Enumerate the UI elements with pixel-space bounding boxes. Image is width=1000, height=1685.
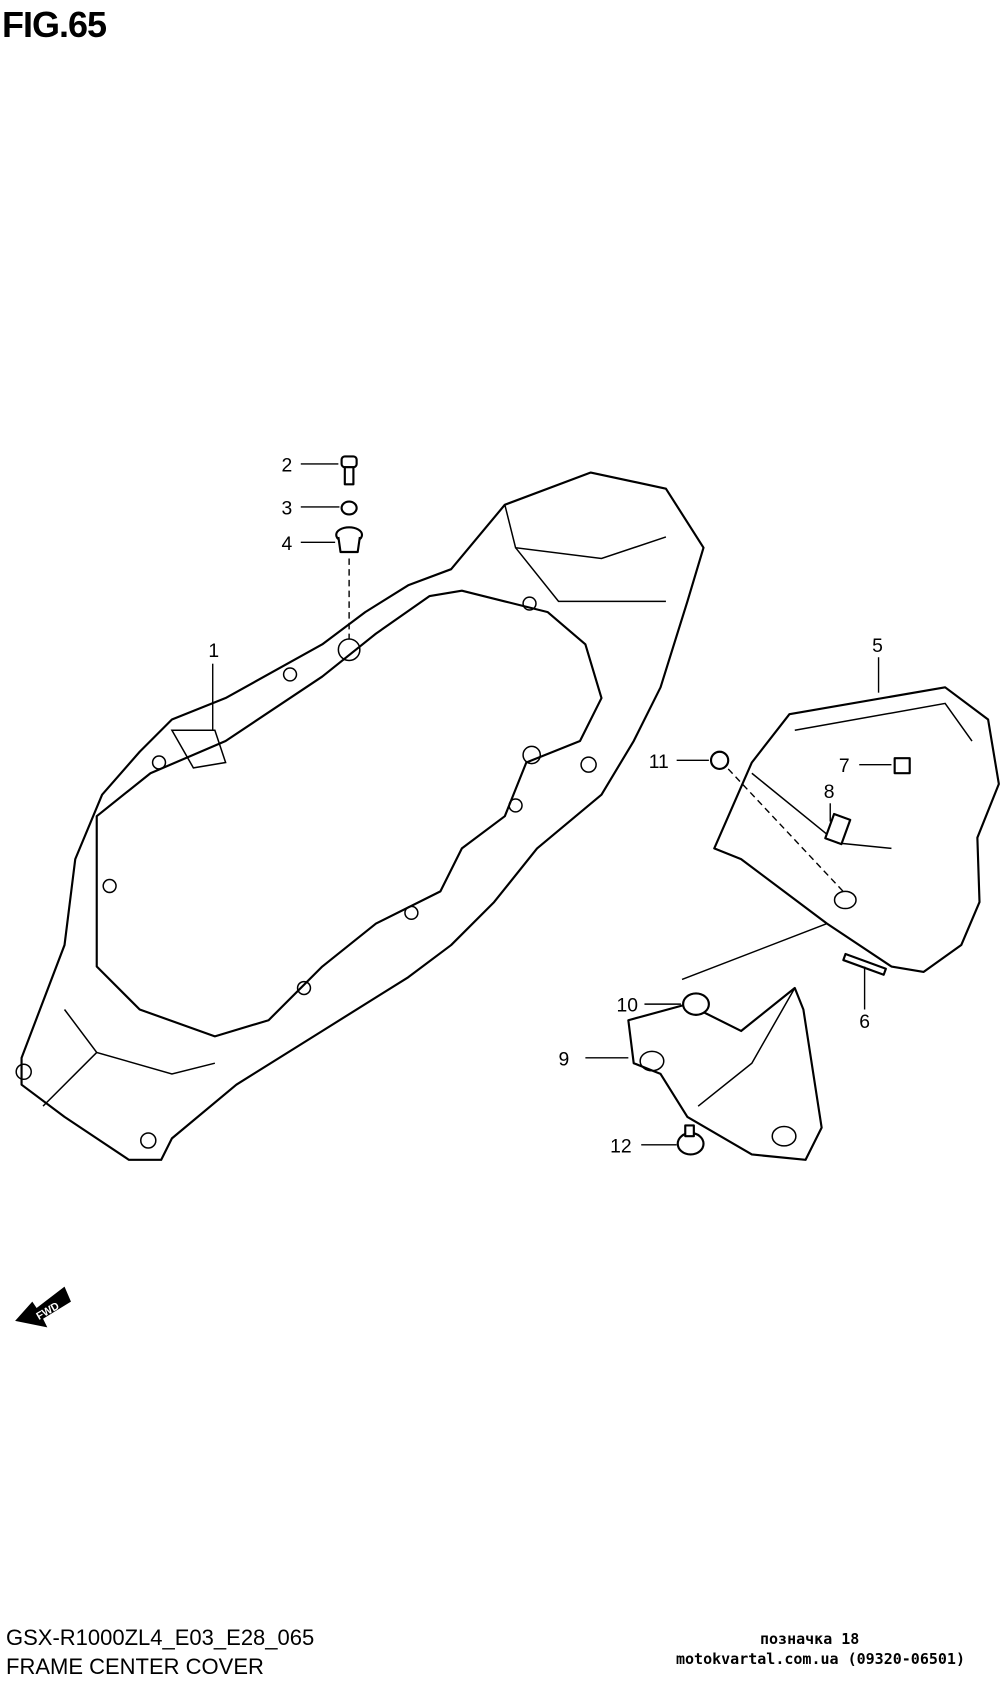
section-title: FRAME CENTER COVER (6, 1654, 264, 1679)
leader-lines (212, 463, 892, 1146)
part-2-bolt[interactable] (340, 455, 358, 486)
callout-2: 2 (281, 455, 292, 476)
figure-title: FIG.65 (2, 4, 107, 45)
part-9-cover[interactable] (627, 986, 823, 1161)
callout-11: 11 (649, 752, 669, 773)
part-8-pad[interactable] (824, 812, 852, 846)
part-10-washer[interactable] (682, 992, 710, 1016)
part-6-tape[interactable] (842, 952, 887, 976)
callout-1: 1 (208, 641, 219, 662)
watermark-line-1: позначка 18 (760, 1630, 860, 1648)
callout-10: 10 (617, 996, 639, 1017)
callout-8: 8 (824, 782, 835, 803)
fwd-arrow-icon: FWD (15, 1286, 71, 1328)
part-12-grommet[interactable] (676, 1124, 705, 1156)
callout-6: 6 (859, 1012, 870, 1033)
watermark-line-2: motokvartal.com.ua (09320-06501) (676, 1650, 965, 1668)
part-4-grommet[interactable] (335, 526, 364, 554)
part-5-cover[interactable] (713, 686, 1000, 973)
callout-5: 5 (872, 636, 883, 657)
callout-4: 4 (281, 534, 292, 555)
part-1-frame-center-cover[interactable] (15, 471, 705, 1161)
callout-3: 3 (281, 498, 292, 519)
callout-12: 12 (610, 1136, 632, 1157)
diagram-code: GSX-R1000ZL4_E03_E28_065 (6, 1625, 315, 1650)
callout-7: 7 (839, 756, 850, 777)
part-7-clip[interactable] (893, 757, 911, 775)
part-3-collar[interactable] (340, 500, 358, 516)
part-11-nut[interactable] (709, 750, 730, 771)
callout-9: 9 (559, 1049, 570, 1070)
